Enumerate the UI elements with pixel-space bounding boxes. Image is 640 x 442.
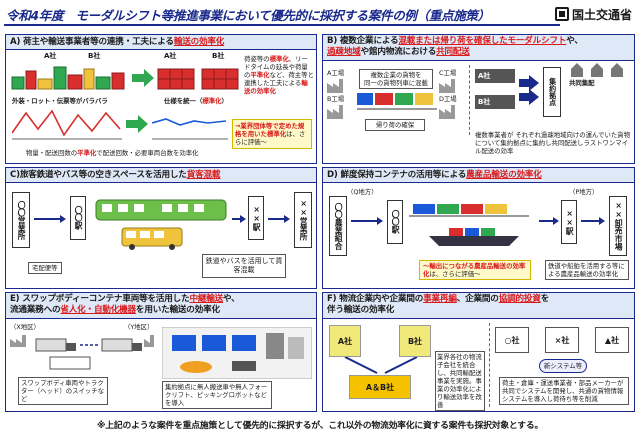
company-circle: ○社 [495,327,529,353]
passenger-train-and-bus-graphic [95,199,227,250]
panel-b-description: 複数事業者が それぞれ過疎地域向けの運んでいた貨物について集約拠点に集約し共同配… [475,131,631,155]
freight-train-and-ship-graphic [409,204,529,246]
mixed-freight-note: 複数企業の貨物を同一の貨物列車に混載 [359,69,433,89]
factory-b: B工場 [327,95,345,103]
freight-train-icon [357,93,437,110]
divider [469,65,470,135]
return-cargo-note: 帰り荷の確保 [365,119,425,131]
panel-a: A) 荷主や輸送事業者等の連携・工夫による輸送の効率化 A社 B社 外装・ロット… [5,34,317,164]
panel-d: D) 鮮度保持コンテナの活用等による農産品輸送の効率化 （Q地方） （P地方） … [322,167,635,289]
leveled-volume-chart [152,118,228,140]
panel-a-heading-highlight: 輸送の効率化 [173,37,225,47]
office-destination: ××営業所 [294,192,312,248]
fluctuating-volume-chart [12,109,122,140]
divider [489,323,490,407]
panel-a-heading-text: A) 荷主や輸送事業者等の連携・工夫による [10,37,174,47]
factory-c: C工場 [439,69,457,77]
merge-arrows-icon [344,357,418,374]
mixed-transport-note: 鉄道やバスを活用して貨客混載 [202,254,286,278]
panel-a-heading: A) 荷主や輸送事業者等の連携・工夫による輸送の効率化 [6,35,316,50]
standardized-cargo-graphic [157,68,239,90]
factory-icon [327,79,343,93]
panel-c-heading: C)旅客鉄道やバス等の空きスペースを活用した貨客混載 [6,168,316,183]
factory-icon [439,79,455,93]
arrow-right-icon [232,215,246,223]
arrow-right-icon [126,115,148,133]
panel-a-description: 荷姿等の標準化、リードタイムの延長や荷量の平準化など、荷主等と連携した工夫による… [244,55,314,95]
houses-icon [571,63,623,77]
delivery-label: 宅配便等 [28,262,62,274]
company-a-label-after: A社 [164,52,177,60]
region-y: （Y地区） [124,323,154,331]
company-b-label-after: B社 [212,52,225,60]
footer-note: ※上記のような案件を重点施策として優先的に採択するが、これ以外の物流効率化に資す… [96,421,544,431]
panel-e: E) スワップボディーコンテナ車両等を活用した中継輸送や、 流通業務への省人化・… [5,292,317,412]
panel-b-heading: B) 複数企業による混載または帰り荷を確保したモーダルシフトや、 過疎地域や館内… [323,35,634,61]
company-a-label: A社 [44,52,57,60]
after-label: 仕様を統一（標準化） [164,97,228,105]
ministry-logo: 国土交通省 [551,3,636,25]
panel-e-heading: E) スワップボディーコンテナ車両等を活用した中継輸送や、 流通業務への省人化・… [6,293,316,319]
company-triangle: ▲社 [595,327,629,353]
company-a-box: A社 [329,325,361,357]
title-underline [4,24,560,26]
factory-icon [439,105,455,119]
standard-callout: →業界団体等で定めた規格を用いた標準化は、さらに評価～ [232,119,312,149]
truck-a: A社 [475,69,515,83]
shared-system: 新システム等 [539,359,587,373]
office-origin: 〇〇営業所 [12,192,30,248]
factory-a: A工場 [327,69,345,77]
joint-delivery-label: 共同集配 [569,79,595,87]
arrow-right-icon [581,217,605,225]
merge-note: 業界各社の物流子会社を統合し、共同輸配送事業を実施。事業の効率化により輸送効率を… [435,351,485,411]
panel-f-heading: F) 物流企業内や企業間の事業再編、企業間の協調的投資を 伴う輸送の効率化 [323,293,634,319]
system-note: 荷主・倉庫・運送事業者・部品メーカーが共同でシステムを開発し、共通の貨物情報シス… [499,377,629,405]
arrow-right-icon [351,217,383,225]
arrow-right-icon [268,215,290,223]
swap-body-caption: スワップボディ車両やトラクター（ヘッド）のスイッチなど [18,377,108,405]
arrow-right-icon [34,215,66,223]
region-q: （Q地方） [347,188,378,196]
panel-f: F) 物流企業内や企業間の事業再編、企業間の協調的投資を 伴う輸送の効率化 A社… [322,292,635,412]
factory-d: D工場 [439,95,457,103]
agri-cooperative: 〇〇農業組合 [329,196,347,256]
factory-icon [327,105,343,119]
export-callout: ～輸出につながる農産品輸送の効率化は、さらに評価～ [419,260,531,280]
wholesale-market: ××卸売市場 [609,196,627,256]
header: 令和4年度 モーダルシフト等推進事業において優先的に採択する案件の例（重点施策）… [0,0,640,30]
panel-c: C)旅客鉄道やバス等の空きスペースを活用した貨客混載 〇〇営業所 〇〇駅 ××駅… [5,167,317,289]
company-b-label: B社 [88,52,101,60]
agri-transport-note: 鉄道や船舶を活用する等による農産品輸送の効率化 [545,260,629,280]
chart-caption: 物量・配送回数の平準化で配送回数・必要車両台数を効率化 [26,149,199,157]
region-p: （P地方） [569,188,599,196]
panel-d-heading: D) 鮮度保持コンテナの活用等による農産品輸送の効率化 [323,168,634,183]
truck-b: B社 [475,95,515,109]
station-destination: ××駅 [248,196,264,240]
station-q: 〇〇駅 [387,200,403,244]
company-cross: ×社 [545,327,579,353]
arrow-right-icon [132,69,154,87]
station-p: ××駅 [561,200,577,244]
automated-warehouse-graphic [162,327,312,379]
arrow-right-icon [539,217,559,225]
ministry-name: 国土交通省 [571,7,632,22]
station-origin: 〇〇駅 [70,196,86,240]
panel-b: B) 複数企業による混載または帰り荷を確保したモーダルシフトや、 過疎地域や館内… [322,34,635,164]
automation-caption: 集約拠点に無人搬送車や無人フォークリフト、ピッキングロボットなどを導入 [162,381,272,409]
mixed-cargo-graphic [11,66,125,90]
merged-company-box: A＆B社 [349,375,411,399]
mlit-logo-icon [554,7,569,21]
page-title: 令和4年度 モーダルシフト等推進事業において優先的に採択する案件の例（重点施策） [6,8,490,23]
region-x: （X地区） [10,323,40,331]
consolidation-depot: 集約拠点 [543,67,561,117]
company-b-box: B社 [399,325,431,357]
relay-transport-graphic [10,335,154,370]
arrow-right-icon [519,75,539,105]
before-label: 外装・ロット・伝票等がバラバラ [12,97,108,105]
